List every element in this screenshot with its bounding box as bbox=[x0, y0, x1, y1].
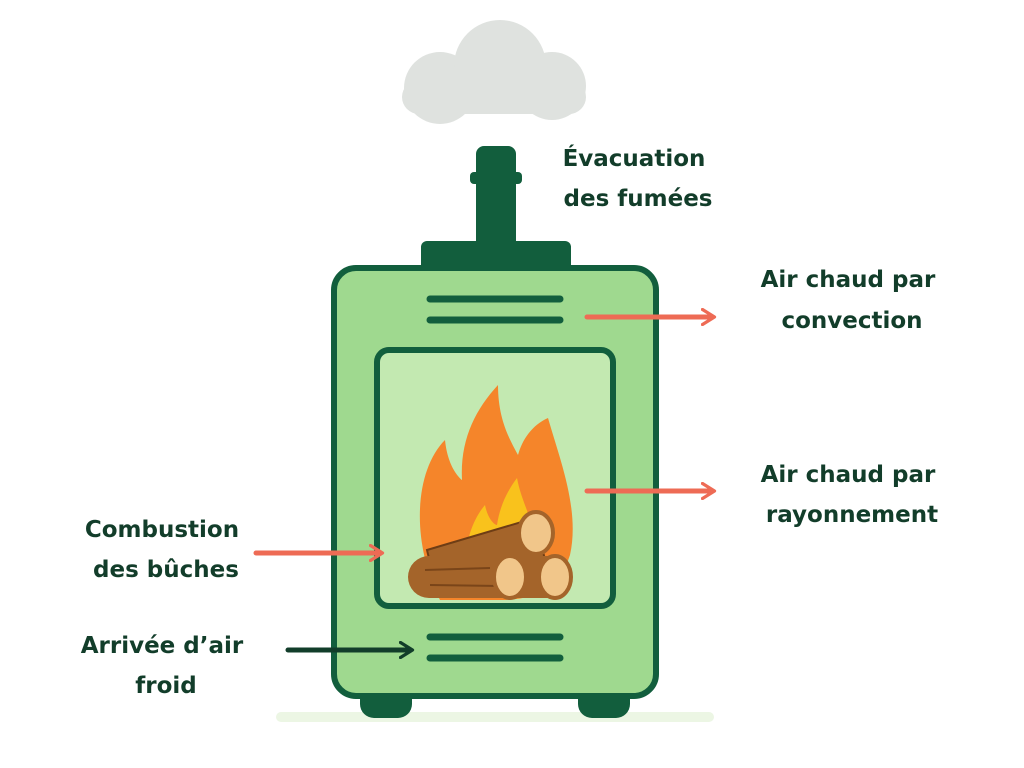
top-vent bbox=[426, 295, 564, 324]
chimney-pipe bbox=[470, 146, 522, 250]
convection-label: Air chaud par convection bbox=[761, 267, 944, 334]
logs bbox=[408, 510, 573, 600]
cold-air-label: Arrivée d’air froid bbox=[81, 633, 252, 699]
evacuation-label: Évacuation des fumées bbox=[563, 144, 714, 212]
floor-shadow bbox=[276, 712, 714, 722]
smoke-cloud bbox=[402, 20, 586, 124]
rayonnement-label: Air chaud par rayonnement bbox=[761, 462, 944, 528]
stove-top-collar bbox=[421, 241, 571, 271]
combustion-label: Combustion des bûches bbox=[85, 517, 247, 583]
bottom-vent bbox=[426, 633, 564, 662]
